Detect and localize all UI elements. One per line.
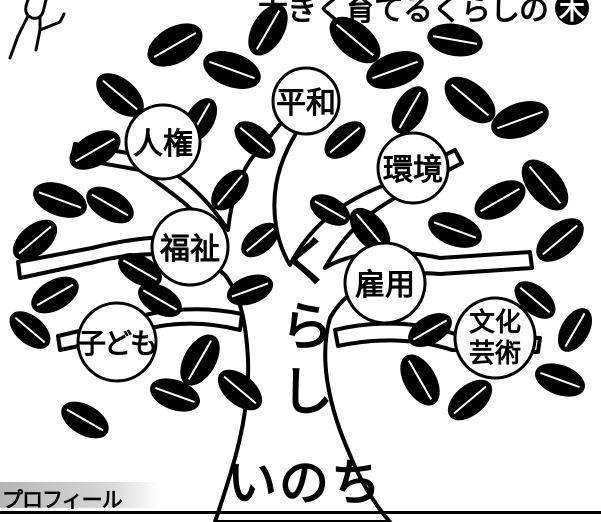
section-divider (0, 511, 601, 514)
leaf-vein (497, 110, 543, 130)
trunk-inochi: いのち (227, 453, 383, 512)
leaf-vein (453, 385, 487, 415)
label-jinken: 人権 (124, 103, 202, 181)
profile-header-bar (0, 482, 160, 508)
leaf-vein (209, 60, 255, 80)
leaf-cluster (9, 4, 593, 439)
leaf-vein (329, 126, 361, 154)
trunk-kurashi: く ら し (281, 232, 333, 423)
label-bunka-line2: 芸術 (469, 339, 521, 369)
leaf-vein (91, 193, 129, 217)
leaf-vein (231, 282, 269, 298)
label-koyo: 雇用 (343, 241, 427, 325)
label-jinken-text: 人権 (133, 127, 193, 162)
kurashi-char-3: し (281, 362, 333, 423)
label-heiwa: 平和 (271, 66, 341, 136)
leaf-vein (18, 225, 52, 255)
label-kodomo-text: 子ども (78, 327, 156, 360)
label-kankyo: 環境 (376, 131, 450, 205)
leaf-vein (480, 187, 520, 213)
leaf-vein (153, 32, 197, 58)
label-fukushi-text: 福祉 (159, 232, 220, 267)
label-fukushi: 福祉 (150, 207, 230, 287)
leaf-vein (245, 227, 275, 253)
title-accent-char: 木 (558, 0, 585, 26)
page-title: 大きく育てるくらしの 木 (258, 0, 589, 28)
leaf-vein (216, 174, 244, 206)
leaf-vein (314, 200, 346, 220)
leaf-vein (372, 60, 418, 80)
leaf-vein (412, 319, 448, 341)
label-bunka: 文化 芸術 (453, 296, 537, 380)
label-bunka-line1: 文化 (469, 307, 521, 338)
leaf-vein (38, 191, 82, 209)
label-kodomo: 子ども (76, 301, 158, 383)
leaf-vein (75, 137, 115, 163)
title-text: 大きく育てるくらしの (258, 0, 548, 28)
label-kankyo-text: 環境 (383, 153, 443, 188)
kurashi-char-2: ら (281, 297, 333, 358)
leaf-vein (528, 165, 562, 205)
leaf-vein (102, 79, 138, 111)
leaf-vein (432, 35, 478, 45)
leaf-vein (155, 386, 195, 404)
leaf-vein (519, 286, 551, 314)
leaf-vein (142, 289, 178, 311)
person-figure (8, 0, 66, 60)
leaf-vein (450, 83, 490, 117)
leaf-vein (398, 91, 422, 129)
leaf-vein (335, 23, 375, 57)
leaf-vein (433, 221, 477, 239)
leaf-vein (255, 10, 281, 50)
leaf-vein (187, 340, 213, 380)
kurashi-char-1: く (281, 232, 333, 293)
leaf-vein (355, 213, 385, 247)
leaf-vein (223, 375, 257, 405)
leaf-vein (540, 371, 580, 389)
leaf-vein (66, 408, 104, 432)
leaf-vein (542, 224, 578, 256)
leaf-vein (407, 360, 433, 400)
leaf-vein (14, 316, 46, 344)
label-heiwa-text: 平和 (276, 86, 336, 121)
leaf-vein (239, 126, 271, 154)
leaf-vein (122, 259, 158, 281)
profile-header-label: プロフィール (2, 488, 123, 512)
label-koyo-text: 雇用 (355, 268, 415, 303)
leaf-vein (36, 283, 74, 307)
leaf-vein (564, 312, 586, 348)
